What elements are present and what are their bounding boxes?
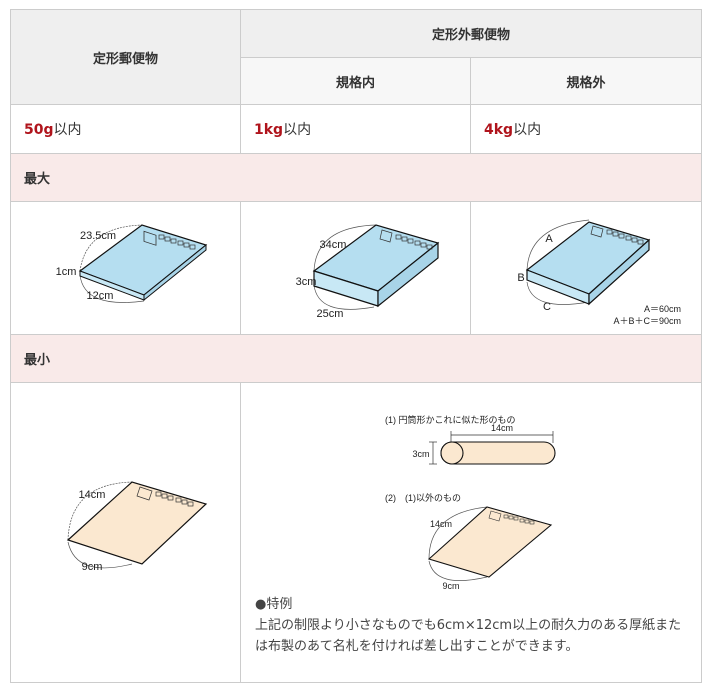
large-parcel-box-icon: A B C A＝60cm A＋B＋C＝90cm bbox=[517, 219, 681, 326]
max-kikakunai-diagram: 34cm 3cm 25cm bbox=[240, 201, 471, 335]
weight-kikakugai: 4kg以内 bbox=[469, 104, 703, 154]
svg-text:14cm: 14cm bbox=[430, 519, 452, 529]
special-body: 上記の制限より小さなものでも6cm×12cm以上の耐久力のある厚紙または布製のあ… bbox=[255, 617, 682, 654]
svg-text:12cm: 12cm bbox=[86, 290, 113, 302]
max-teikei-diagram: 23.5cm 1cm 12cm bbox=[10, 201, 241, 335]
svg-text:9cm: 9cm bbox=[81, 561, 102, 573]
svg-text:14cm: 14cm bbox=[78, 489, 105, 501]
svg-text:A: A bbox=[545, 233, 553, 245]
svg-text:3cm: 3cm bbox=[412, 449, 429, 459]
svg-text:1cm: 1cm bbox=[55, 266, 76, 278]
min-teikeigai-diagrams: (1) 円筒形かこれに似た形のもの 14cm 3cm (2) (1)以外のもの bbox=[385, 414, 556, 591]
special-title: ●特例 bbox=[255, 596, 293, 612]
weight-teikei: 50g以内 bbox=[10, 104, 241, 154]
svg-text:25cm: 25cm bbox=[316, 308, 343, 320]
svg-text:23.5cm: 23.5cm bbox=[79, 230, 115, 242]
postal-size-table: 定形郵便物 定形外郵便物 規格内 規格外 50g以内 1kg以内 4kg以内 最… bbox=[9, 9, 703, 683]
weight-kikakunai: 1kg以内 bbox=[240, 104, 471, 154]
svg-text:(2) (1)以外のもの: (2) (1)以外のもの bbox=[385, 492, 461, 503]
envelope-thin-icon: 23.5cm 1cm 12cm bbox=[55, 224, 207, 303]
svg-text:(1) 円筒形かこれに似た形のもの: (1) 円筒形かこれに似た形のもの bbox=[385, 414, 516, 425]
postcard-min-icon: 14cm 9cm bbox=[66, 480, 207, 573]
svg-text:A＝60cm: A＝60cm bbox=[644, 304, 681, 314]
postcard-icon bbox=[427, 505, 553, 578]
min-teikei-diagram: 14cm 9cm bbox=[10, 382, 241, 683]
svg-text:C: C bbox=[543, 301, 551, 313]
section-min: 最小 bbox=[9, 334, 703, 383]
svg-text:3cm: 3cm bbox=[295, 276, 316, 288]
max-kikakugai-diagram: A B C A＝60cm A＋B＋C＝90cm bbox=[469, 201, 703, 335]
min-teikeigai-cell: (1) 円筒形かこれに似た形のもの 14cm 3cm (2) (1)以外のもの bbox=[239, 382, 703, 683]
section-max: 最大 bbox=[9, 153, 703, 202]
parcel-box-icon: 34cm 3cm 25cm bbox=[295, 224, 439, 320]
svg-text:14cm: 14cm bbox=[491, 423, 513, 433]
header-teikei: 定形郵便物 bbox=[10, 9, 241, 105]
svg-text:34cm: 34cm bbox=[319, 239, 346, 251]
header-kikakugai: 規格外 bbox=[469, 57, 703, 105]
header-teikeigai: 定形外郵便物 bbox=[239, 9, 703, 58]
svg-text:B: B bbox=[517, 272, 524, 284]
svg-text:A＋B＋C＝90cm: A＋B＋C＝90cm bbox=[613, 316, 681, 326]
special-exception-note: ●特例 上記の制限より小さなものでも6cm×12cm以上の耐久力のある厚紙または… bbox=[241, 594, 701, 657]
header-kikakunai: 規格内 bbox=[240, 57, 471, 105]
svg-text:9cm: 9cm bbox=[442, 581, 459, 591]
